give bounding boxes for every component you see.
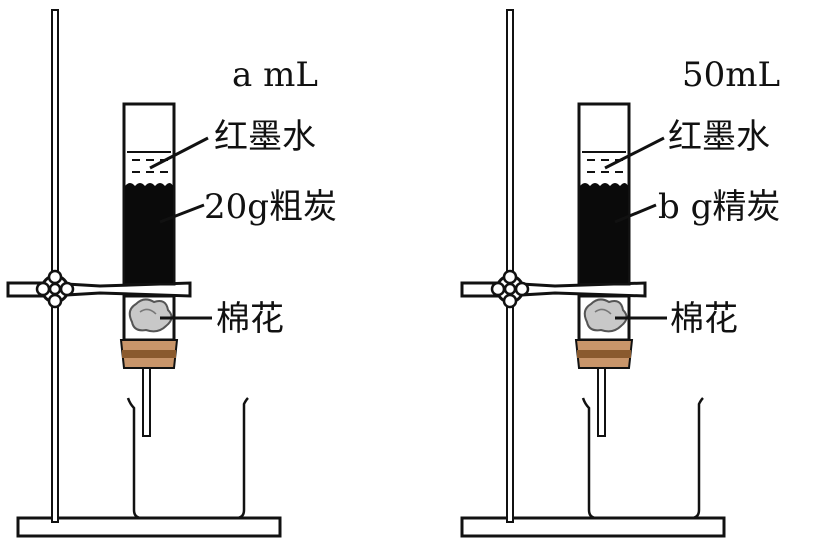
cotton	[583, 298, 628, 333]
leader-ink	[604, 136, 665, 170]
stopper	[119, 339, 179, 369]
apparatus-right: 50mL 红墨水 b g精炭 棉花	[460, 9, 780, 538]
cotton-label: 棉花	[216, 299, 284, 339]
volume-label: 50mL	[682, 55, 780, 95]
stopper	[574, 339, 634, 369]
stand-rod	[51, 9, 59, 523]
ink-region	[127, 151, 171, 173]
leader-ink	[149, 136, 209, 170]
stand-rod	[506, 9, 514, 523]
stand-base	[460, 516, 726, 538]
carbon-label: b g精炭	[658, 187, 780, 227]
apparatus-left: a mL 红墨水 20g粗炭 棉花	[6, 9, 337, 538]
cotton	[128, 298, 173, 333]
volume-label: a mL	[232, 55, 318, 95]
outlet-tube	[142, 367, 151, 437]
beaker	[581, 397, 704, 520]
ink-label: 红墨水	[668, 117, 770, 157]
beaker	[126, 397, 249, 520]
clamp-knob	[35, 269, 75, 309]
cotton-label: 棉花	[670, 299, 738, 339]
leader-carbon	[614, 203, 657, 224]
ink-label: 红墨水	[214, 117, 316, 157]
clamp-knob	[490, 269, 530, 309]
leader-carbon	[159, 203, 205, 224]
carbon-label: 20g粗炭	[204, 187, 337, 227]
carbon-fill	[580, 183, 628, 283]
outlet-tube	[597, 367, 606, 437]
carbon-fill	[125, 183, 173, 283]
